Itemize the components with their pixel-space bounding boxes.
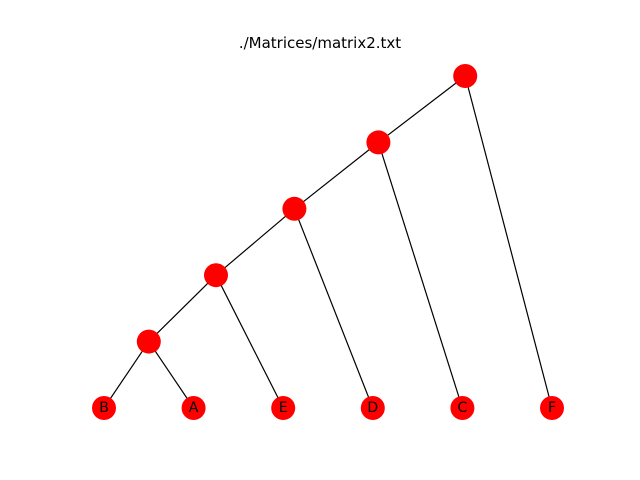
- figure-title: ./Matrices/matrix2.txt: [238, 34, 402, 52]
- edge-m1-B: [103, 341, 150, 409]
- leaf-node-c: C: [450, 396, 475, 420]
- internal-node-m5: [453, 64, 478, 88]
- leaf-node-f: F: [540, 396, 564, 420]
- edge-m1-A: [148, 341, 195, 409]
- leaf-node-b: B: [92, 396, 116, 420]
- leaf-circle: [181, 396, 206, 420]
- internal-node-m2: [204, 263, 228, 288]
- leaf-circle: [540, 396, 564, 420]
- edge-m2-m1: [148, 274, 217, 343]
- internal-node-m1: [136, 329, 161, 354]
- leaf-node-e: E: [271, 396, 296, 420]
- edge-m3-m2: [215, 208, 295, 276]
- leaf-label: F: [548, 400, 556, 416]
- leaf-node-a: A: [181, 396, 206, 420]
- edge-m5-m4: [378, 75, 466, 143]
- edge-m3-D: [293, 208, 374, 409]
- internal-node-m4: [366, 130, 391, 155]
- edge-m4-C: [377, 142, 463, 409]
- edge-m5-F: [464, 75, 553, 409]
- leaf-circle: [271, 396, 296, 420]
- leaf-label: C: [458, 400, 468, 416]
- edge-m4-m3: [294, 141, 379, 210]
- leaf-label: E: [279, 400, 288, 416]
- leaf-circle: [92, 396, 116, 420]
- leaf-node-d: D: [360, 396, 385, 420]
- leaf-label: A: [189, 400, 199, 416]
- leaf-circle: [450, 396, 475, 420]
- internal-node-m3: [282, 196, 307, 221]
- leaf-circle: [360, 396, 385, 420]
- edges-group: [103, 75, 553, 409]
- leaf-label: D: [367, 400, 378, 416]
- leaf-label: B: [99, 400, 109, 416]
- edge-m2-E: [215, 274, 284, 409]
